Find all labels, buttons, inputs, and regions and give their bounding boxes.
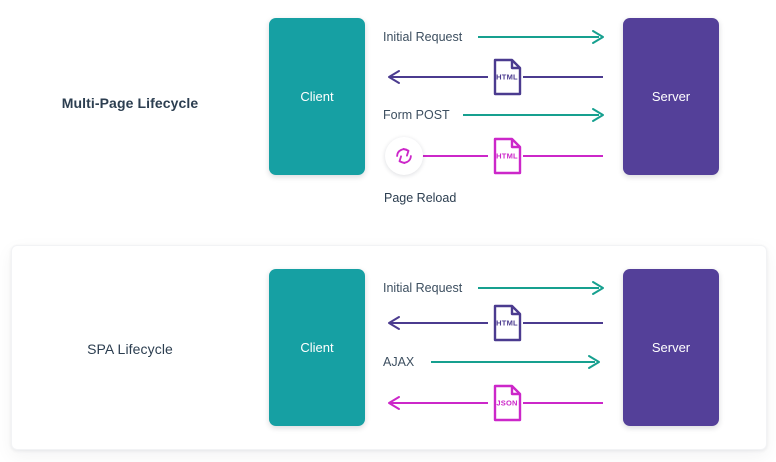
html-file-icon: HTML bbox=[490, 137, 524, 175]
server-node-label: Server bbox=[651, 340, 691, 355]
refresh-circular-arrows-icon bbox=[396, 148, 412, 164]
html-file-icon: HTML bbox=[490, 304, 524, 342]
spa-server-node: Server bbox=[623, 269, 719, 426]
multi-page-lifecycle-title: Multi-Page Lifecycle bbox=[61, 95, 199, 111]
flow-html-response-mpa: HTML bbox=[383, 58, 611, 96]
multi-page-client-node: Client bbox=[269, 18, 365, 175]
arrow-right-teal bbox=[431, 355, 600, 369]
html-file-icon: HTML bbox=[490, 58, 524, 96]
section-spa-lifecycle: SPA Lifecycle Client Server Initial Requ… bbox=[0, 236, 776, 462]
html-file-icon-label: HTML bbox=[496, 318, 518, 328]
flow-label-initial-request-spa: Initial Request bbox=[383, 281, 463, 295]
spa-lifecycle-title: SPA Lifecycle bbox=[87, 341, 173, 357]
flow-form-post-mpa: Form POST bbox=[383, 104, 611, 126]
html-file-icon-label: HTML bbox=[496, 151, 518, 161]
section-multi-page-lifecycle: Multi-Page Lifecycle Client Server Initi… bbox=[61, 18, 719, 205]
client-node-label: Client bbox=[300, 340, 334, 355]
flow-html-response-spa: HTML bbox=[383, 304, 611, 342]
server-node-label: Server bbox=[651, 89, 691, 104]
spa-client-node: Client bbox=[269, 269, 365, 426]
json-file-icon: JSON bbox=[490, 384, 524, 422]
flow-ajax-spa: AJAX bbox=[383, 351, 611, 373]
multi-page-server-node: Server bbox=[623, 18, 719, 175]
flow-page-reload-mpa: HTML bbox=[383, 137, 611, 175]
flow-initial-request-mpa: Initial Request bbox=[383, 26, 611, 48]
arrow-right-teal bbox=[463, 108, 604, 122]
flow-initial-request-spa: Initial Request bbox=[383, 277, 611, 299]
arrow-left-purple bbox=[388, 70, 603, 84]
flow-json-response-spa: JSON bbox=[383, 384, 611, 422]
arrow-right-teal bbox=[478, 30, 604, 44]
page-reload-caption: Page Reload bbox=[384, 191, 457, 205]
reload-icon bbox=[385, 137, 423, 175]
arrow-right-teal bbox=[478, 281, 604, 295]
json-file-icon-label: JSON bbox=[496, 398, 518, 408]
arrow-left-purple bbox=[388, 316, 603, 330]
html-file-icon-label: HTML bbox=[496, 72, 518, 82]
flow-label-initial-request-mpa: Initial Request bbox=[383, 30, 463, 44]
arrow-left-magenta bbox=[421, 155, 603, 157]
client-node-label: Client bbox=[300, 89, 334, 104]
arrow-left-magenta bbox=[388, 396, 603, 410]
flow-label-form-post: Form POST bbox=[383, 108, 450, 122]
flow-label-ajax: AJAX bbox=[383, 355, 415, 369]
